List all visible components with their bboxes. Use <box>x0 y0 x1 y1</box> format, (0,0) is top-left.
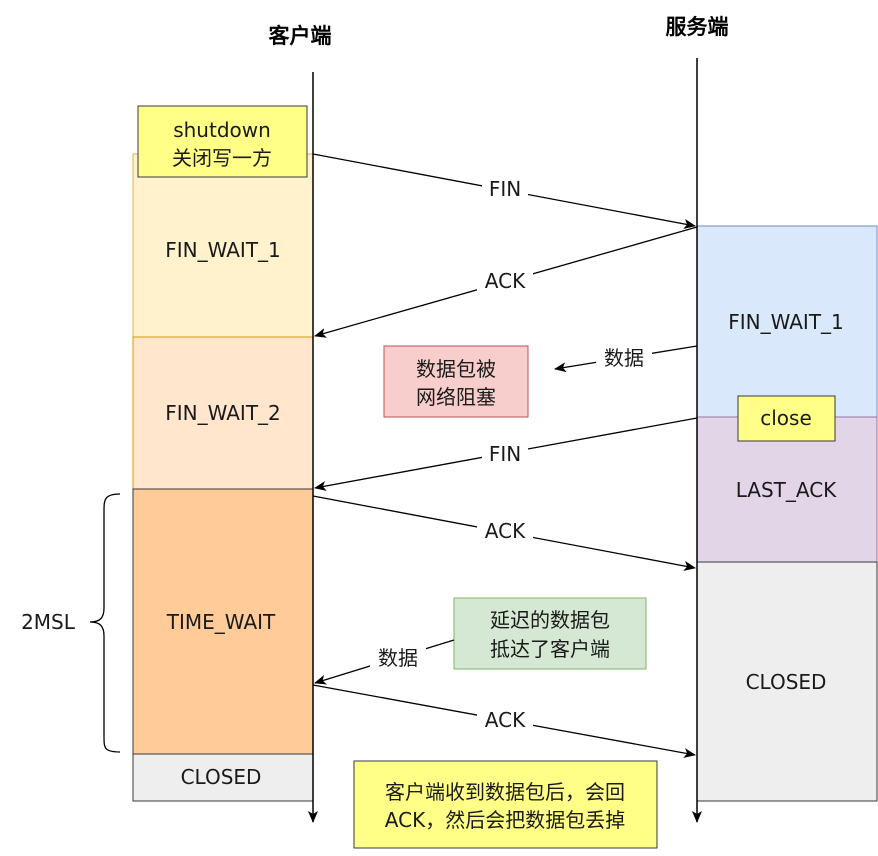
ack-arrow-1-label-bg <box>477 268 533 294</box>
server-last-ack-label: LAST_ACK <box>736 478 837 502</box>
close-note <box>737 395 836 442</box>
shutdown-note-line2: 关闭写一方 <box>172 146 272 170</box>
fin-arrow-2-label-bg <box>482 441 528 467</box>
client-time-wait-box <box>132 488 314 755</box>
fin-arrow-1-label: FIN <box>489 177 521 201</box>
blocked-note <box>383 345 529 418</box>
ack-arrow-2-label-bg <box>477 518 533 544</box>
delayed-note-line1: 延迟的数据包 <box>490 608 610 632</box>
ack-arrow-3-label: ACK <box>485 708 526 732</box>
blocked-note-line2: 网络阻塞 <box>416 385 496 409</box>
client-fin-wait-2-box <box>132 336 314 490</box>
fin-arrow-2-label: FIN <box>489 442 521 466</box>
delayed-note-line2: 抵达了客户端 <box>490 637 610 661</box>
client-closed-label: CLOSED <box>181 765 262 789</box>
client-fin-wait-2-label: FIN_WAIT_2 <box>165 401 281 425</box>
shutdown-note-line1: shutdown <box>173 118 271 142</box>
server-closed-label: CLOSED <box>746 670 827 694</box>
time-wait-brace <box>89 493 121 753</box>
delayed-note <box>453 597 647 670</box>
client-fin-wait-1-label: FIN_WAIT_1 <box>165 238 281 262</box>
ack-result-note-line2: ACK，然后会把数据包丢掉 <box>385 808 625 832</box>
blocked-note-line1: 数据包被 <box>416 357 496 381</box>
close-note-text: close <box>760 406 812 430</box>
ack-arrow-3-label-bg <box>477 707 533 733</box>
data-arrow-1-label-bg <box>596 344 652 372</box>
ack-arrow-2-label: ACK <box>485 519 526 543</box>
client-fin-wait-1-box <box>132 153 314 338</box>
ack-result-note <box>353 760 658 849</box>
data-arrow-2-label-bg <box>370 644 426 672</box>
server-closed-box <box>696 561 878 802</box>
server-fin-wait-1-box <box>696 225 878 418</box>
server-fin-wait-1-label: FIN_WAIT_1 <box>728 310 844 334</box>
client-time-wait-label: TIME_WAIT <box>166 610 276 634</box>
data-arrow-2-label: 数据 <box>378 646 418 670</box>
fin-arrow-1-label-bg <box>482 176 528 202</box>
shutdown-note <box>137 105 308 178</box>
ack-arrow-1-label: ACK <box>485 269 526 293</box>
client-header: 客户端 <box>269 24 332 48</box>
server-header: 服务端 <box>666 15 729 39</box>
data-arrow-1-label: 数据 <box>604 346 644 370</box>
ack-result-note-line1: 客户端收到数据包后，会回 <box>385 780 625 804</box>
client-closed-box <box>132 753 314 802</box>
time-wait-duration-label: 2MSL <box>21 610 76 634</box>
